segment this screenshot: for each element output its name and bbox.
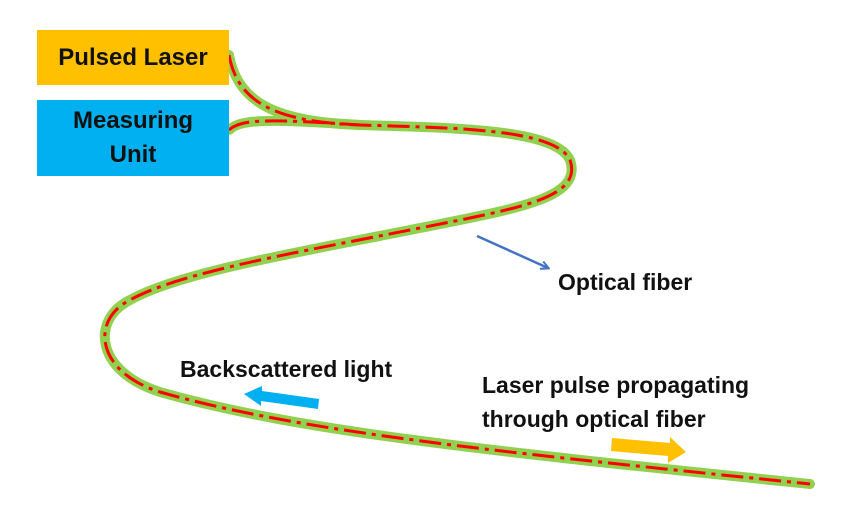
pulsed-laser-box: Pulsed Laser	[37, 30, 229, 85]
laser-pulse-label-line2: through optical fiber	[482, 406, 706, 432]
laser-pulse-label-line1: Laser pulse propagating	[482, 372, 750, 398]
pulsed-laser-label: Pulsed Laser	[58, 43, 208, 71]
fiber-core	[103, 54, 811, 486]
optical-fiber-label: Optical fiber	[558, 269, 693, 295]
arrow-icon	[476, 234, 548, 268]
measuring-unit-label-line1: Measuring	[72, 107, 194, 134]
laser-pulse-label: Laser pulse propagating through optical …	[482, 368, 749, 436]
measuring-unit-label-line2: Unit	[109, 141, 157, 168]
right-arrow-icon	[611, 437, 686, 463]
backscattered-light-label: Backscattered light	[180, 356, 393, 382]
left-arrow-icon	[244, 386, 319, 409]
fiber-core-branch	[227, 119, 361, 132]
measuring-unit-box: Measuring Unit	[37, 100, 229, 176]
